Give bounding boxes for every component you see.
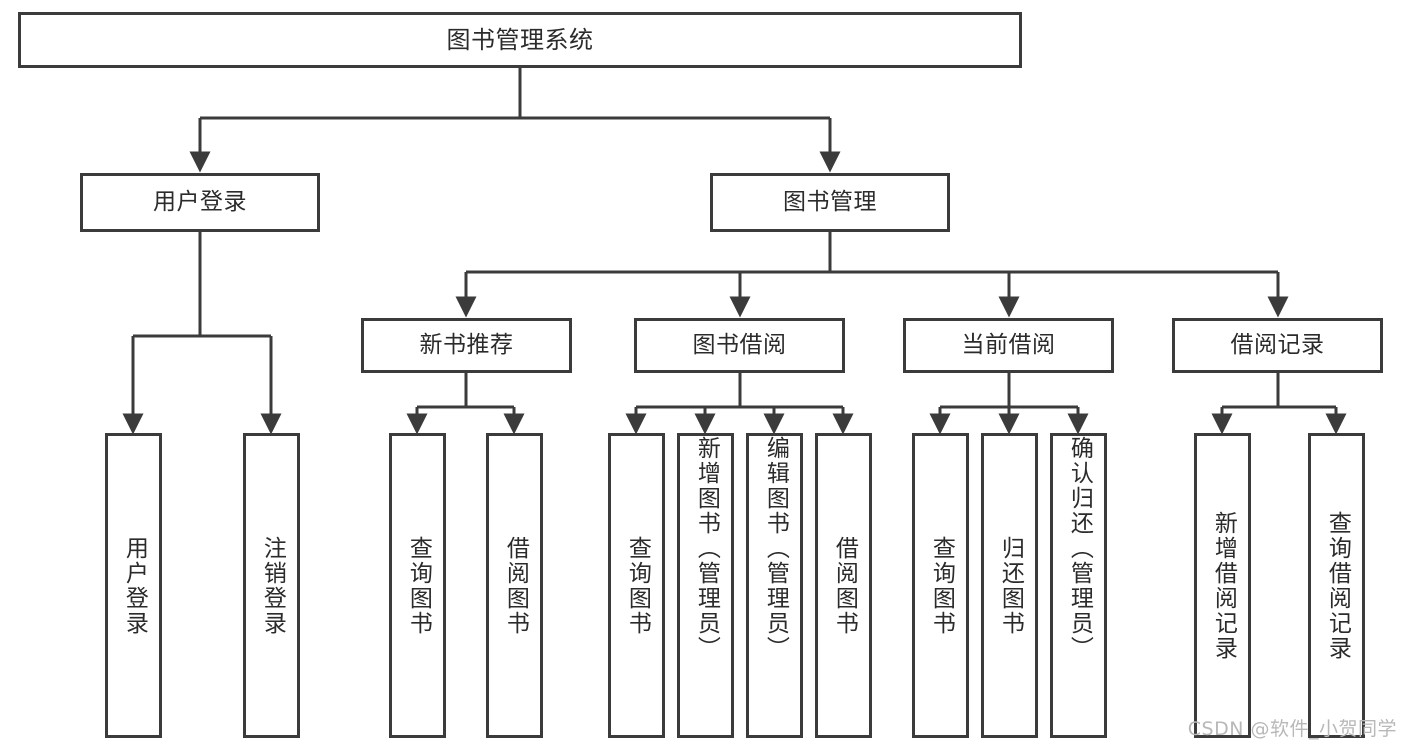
node-user-login-label: 用户登录	[153, 188, 247, 215]
node-leaf-edit-book-label: 编辑图书（管理员）	[762, 436, 789, 661]
node-leaf-add-book[interactable]: 新增图书（管理员）	[677, 433, 734, 738]
node-borrow-record[interactable]: 借阅记录	[1172, 318, 1383, 373]
node-leaf-borrow-book-1[interactable]: 借阅图书	[486, 433, 543, 738]
node-leaf-confirm-return-label: 确认归还（管理员）	[1066, 436, 1093, 661]
node-leaf-query-book-2[interactable]: 查询图书	[608, 433, 665, 738]
node-leaf-return-book-label: 归还图书	[997, 535, 1024, 636]
node-new-book-rec-label: 新书推荐	[419, 331, 514, 358]
node-book-borrow-label: 图书借阅	[692, 331, 787, 358]
node-leaf-query-book-1[interactable]: 查询图书	[389, 433, 446, 738]
node-borrow-record-label: 借阅记录	[1230, 331, 1325, 358]
node-root-label: 图书管理系统	[446, 25, 594, 54]
node-leaf-return-book[interactable]: 归还图书	[981, 433, 1038, 738]
node-leaf-query-record[interactable]: 查询借阅记录	[1308, 433, 1365, 738]
node-leaf-add-record-label: 新增借阅记录	[1210, 510, 1237, 661]
csdn-watermark: CSDN @软件_小贺同学	[1187, 718, 1397, 740]
node-new-book-rec[interactable]: 新书推荐	[361, 318, 572, 373]
node-leaf-query-book-3[interactable]: 查询图书	[912, 433, 969, 738]
node-leaf-query-record-label: 查询借阅记录	[1324, 510, 1351, 661]
node-leaf-add-record[interactable]: 新增借阅记录	[1194, 433, 1251, 738]
node-user-login[interactable]: 用户登录	[80, 173, 320, 232]
node-current-borrow-label: 当前借阅	[961, 331, 1056, 358]
node-current-borrow[interactable]: 当前借阅	[903, 318, 1114, 373]
node-book-manage[interactable]: 图书管理	[710, 173, 950, 232]
node-leaf-user-logout-label: 注销登录	[259, 535, 286, 636]
node-leaf-confirm-return[interactable]: 确认归还（管理员）	[1050, 433, 1107, 738]
node-leaf-query-book-1-label: 查询图书	[405, 535, 432, 636]
node-leaf-query-book-2-label: 查询图书	[624, 535, 651, 636]
node-leaf-query-book-3-label: 查询图书	[928, 535, 955, 636]
node-book-manage-label: 图书管理	[783, 188, 877, 215]
node-leaf-borrow-book-2-label: 借阅图书	[831, 535, 858, 636]
node-root[interactable]: 图书管理系统	[18, 12, 1022, 68]
node-leaf-borrow-book-2[interactable]: 借阅图书	[815, 433, 872, 738]
node-leaf-edit-book[interactable]: 编辑图书（管理员）	[746, 433, 803, 738]
node-leaf-user-logout[interactable]: 注销登录	[243, 433, 300, 738]
node-leaf-add-book-label: 新增图书（管理员）	[693, 436, 720, 661]
node-leaf-user-login[interactable]: 用户登录	[105, 433, 162, 738]
node-leaf-user-login-label: 用户登录	[121, 535, 148, 636]
node-leaf-borrow-book-1-label: 借阅图书	[502, 535, 529, 636]
node-book-borrow[interactable]: 图书借阅	[634, 318, 845, 373]
